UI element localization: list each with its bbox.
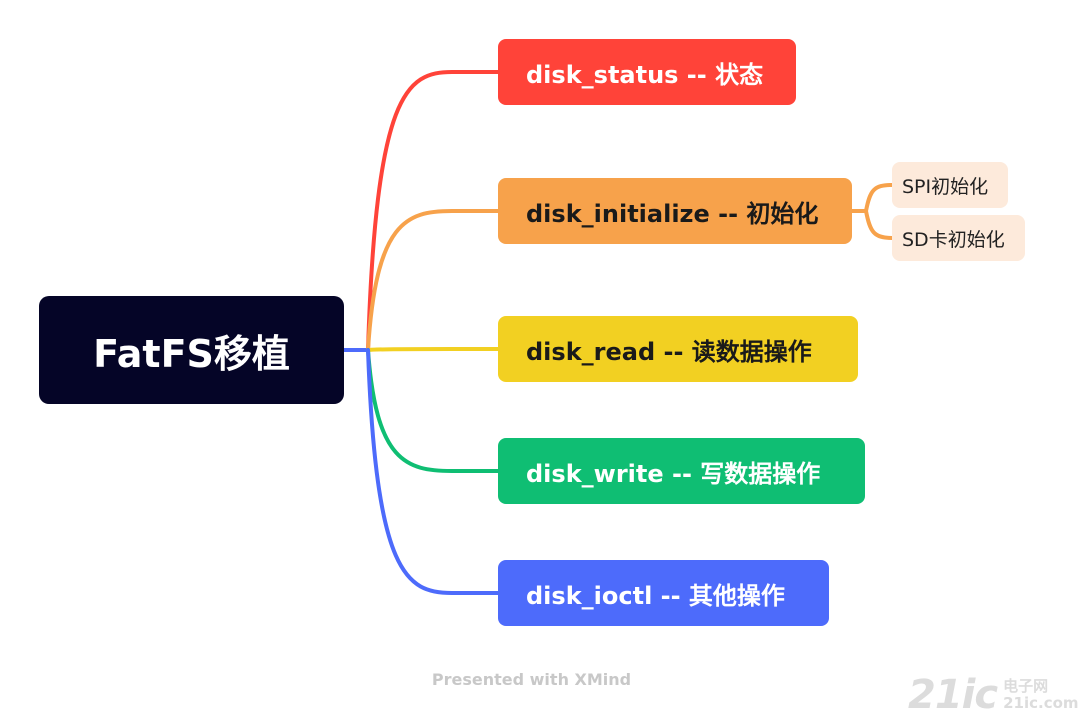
topic-disk-ioctl[interactable]: disk_ioctl -- 其他操作 [498,560,829,626]
subtopic-sd-card-init[interactable]: SD卡初始化 [892,215,1025,261]
connector-spi-init [864,183,894,213]
topic-disk-write[interactable]: disk_write -- 写数据操作 [498,438,865,504]
root-topic[interactable]: FatFS移植 [39,296,344,404]
presented-with-xmind: Presented with XMind [431,670,632,689]
topic-disk-status[interactable]: disk_status -- 状态 [498,39,796,105]
subtopic-spi-init[interactable]: SPI初始化 [892,162,1008,208]
topic-disk-initialize[interactable]: disk_initialize -- 初始化 [498,178,852,244]
connector-init [366,209,500,352]
topic-disk-read[interactable]: disk_read -- 读数据操作 [498,316,858,382]
connector-read [366,347,500,352]
connector-status [366,70,500,352]
watermark-logo: 21ic [908,672,998,718]
watermark-text: 电子网 21ic.com [1003,678,1078,712]
watermark-line-1: 电子网 [1003,677,1049,695]
connector-write [366,348,500,473]
site-watermark: 21ic 电子网 21ic.com [908,672,1079,718]
watermark-line-2: 21ic.com [1003,694,1079,712]
connector-sd-init [864,209,894,240]
connector-ioctl [366,348,500,595]
